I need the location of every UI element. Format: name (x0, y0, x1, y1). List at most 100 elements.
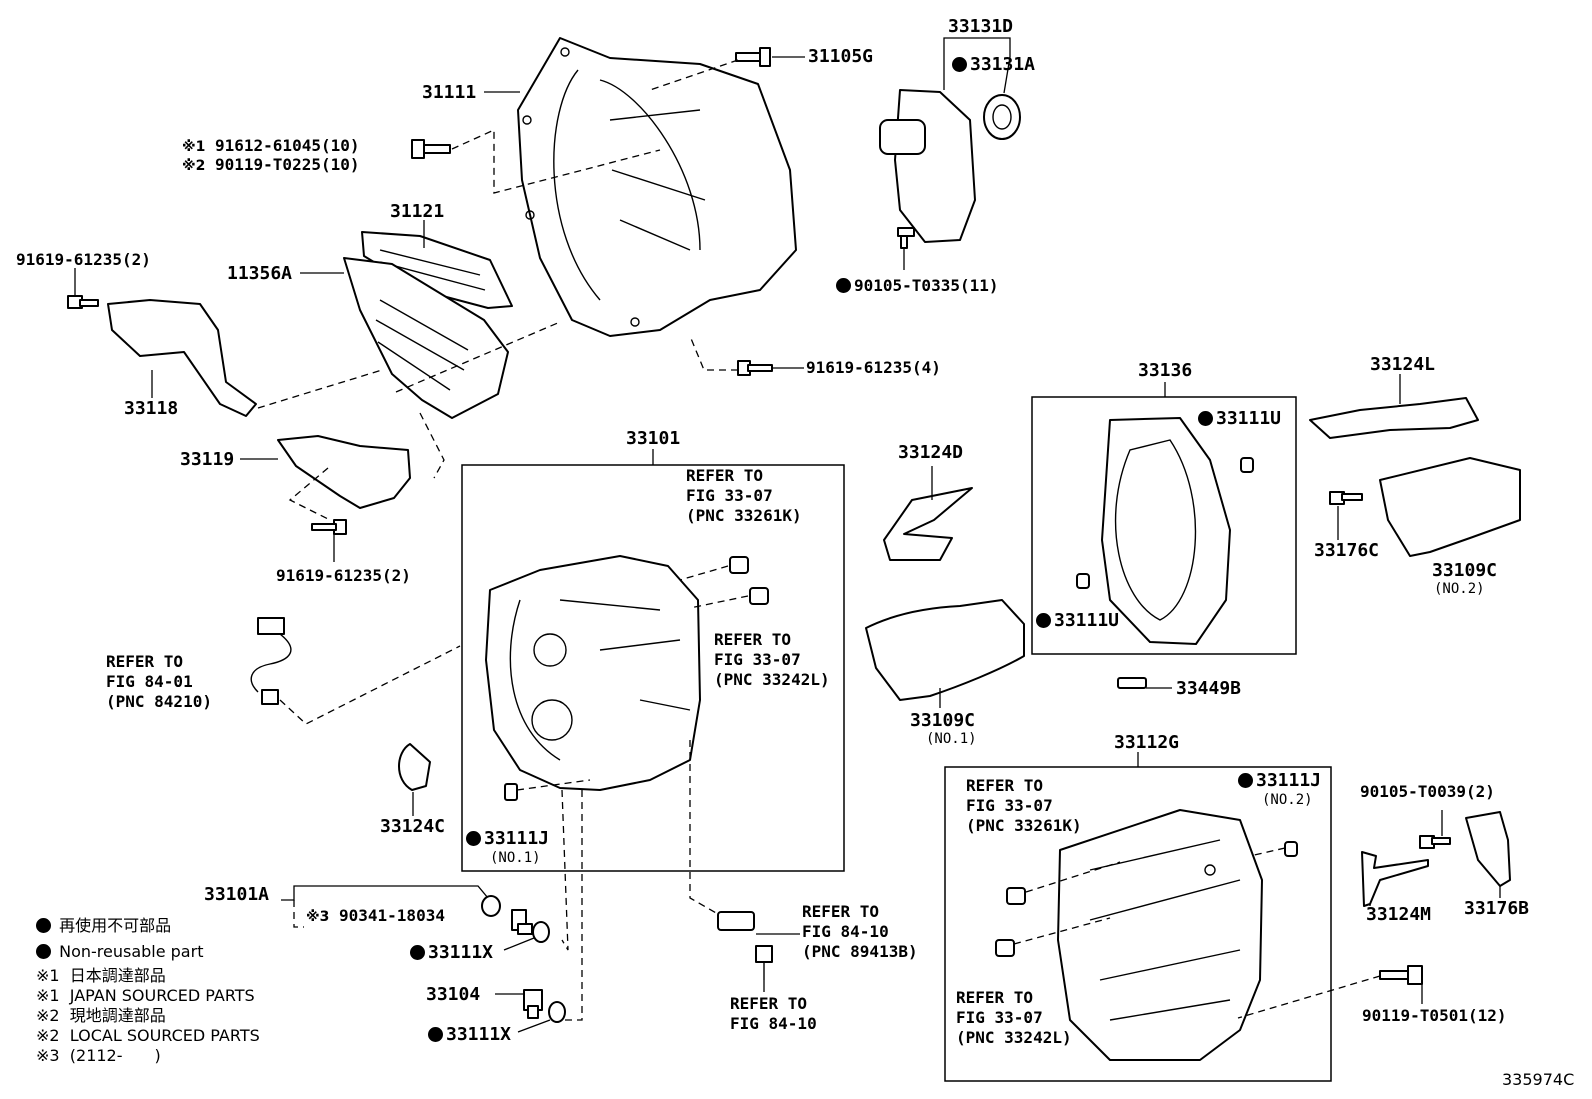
legend-note2-en: ※2 LOCAL SOURCED PARTS (36, 1026, 260, 1045)
part-number-33124L[interactable]: 33124L (1370, 354, 1436, 375)
reference-33261K-a[interactable]: REFER TO FIG 33-07 (PNC 33261K) (686, 466, 802, 525)
bolt-91619-61235-bottom[interactable] (311, 519, 347, 535)
bolt-91612-61045[interactable] (411, 139, 451, 159)
note-gasket-90341[interactable]: ※3 90341-18034 (306, 906, 445, 925)
legend-non-reusable-en: Non-reusable part (36, 942, 260, 962)
part-number-91619-4[interactable]: 91619-61235(4) (806, 358, 941, 377)
part-number-33131D[interactable]: 33131D (948, 16, 1014, 37)
part-number-33119[interactable]: 33119 (180, 449, 235, 470)
part-number-31105G[interactable]: 31105G (808, 46, 874, 67)
adapter-plate-33136[interactable] (1101, 417, 1231, 645)
part-number-90105-T0335[interactable]: 90105-T0335(11) (836, 276, 999, 296)
note-bolt-91612[interactable]: ※1 91612-61045(10) (182, 136, 360, 155)
part-number-33136[interactable]: 33136 (1138, 360, 1193, 381)
reference-33242L-b[interactable]: REFER TO FIG 33-07 (PNC 33242L) (956, 988, 1072, 1047)
part-suffix-no2: (NO.2) (1262, 792, 1313, 808)
non-reusable-mark (428, 1027, 443, 1042)
note-bolt-90119-T0225[interactable]: ※2 90119-T0225(10) (182, 155, 360, 174)
bolt-91619-61235-top[interactable] (67, 295, 99, 309)
pin-33111U-lower[interactable] (1076, 573, 1090, 589)
non-reusable-mark (1036, 613, 1051, 628)
sensor-89413B[interactable] (717, 911, 773, 980)
bracket-33124M[interactable] (1361, 851, 1429, 907)
part-number-33111U-a[interactable]: 33111U (1198, 410, 1281, 428)
bracket-33119[interactable] (277, 435, 411, 509)
part-suffix-no1: (NO.1) (490, 850, 541, 866)
legend: 再使用不可部品 Non-reusable part ※1 日本調達部品 ※1 J… (36, 916, 260, 1066)
non-reusable-mark (1198, 411, 1213, 426)
cover-11356A[interactable] (343, 257, 509, 419)
transmission-case-33101[interactable] (485, 555, 701, 791)
part-number-31121[interactable]: 31121 (390, 201, 445, 222)
clutch-housing-31111[interactable] (517, 37, 797, 337)
part-number-33176C[interactable]: 33176C (1314, 540, 1380, 561)
bolt-31105G[interactable] (735, 47, 771, 67)
gasket-90341-18034[interactable] (481, 895, 501, 917)
legend-note1-en: ※1 JAPAN SOURCED PARTS (36, 986, 255, 1005)
part-number-33131A[interactable]: 33131A (952, 56, 1035, 74)
cover-33109C-no2[interactable] (1379, 457, 1521, 557)
part-number-33109C-no2[interactable]: 33109C (1432, 560, 1498, 581)
part-suffix-no1-cover: (NO.1) (926, 731, 977, 747)
group-box-33136 (1031, 396, 1297, 655)
drawing-number: 335974C (1502, 1070, 1575, 1089)
bushing-lower (749, 587, 769, 605)
reference-84210[interactable]: REFER TO FIG 84-01 (PNC 84210) (106, 652, 212, 711)
part-number-33124D[interactable]: 33124D (898, 442, 964, 463)
legend-non-reusable-jp: 再使用不可部品 (36, 916, 260, 936)
bolt-90105-T0039[interactable] (1419, 835, 1451, 849)
part-number-33111X-a[interactable]: 33111X (410, 944, 493, 962)
part-number-33449B[interactable]: 33449B (1176, 678, 1242, 699)
deflector-33124L[interactable] (1309, 397, 1479, 439)
part-number-31111[interactable]: 31111 (422, 82, 477, 103)
part-number-33118[interactable]: 33118 (124, 398, 179, 419)
cover-33109C-no1[interactable] (865, 599, 1025, 701)
bolt-90119-T0501[interactable] (1379, 965, 1423, 985)
cover-33176B[interactable] (1465, 811, 1511, 887)
part-number-33111U-b[interactable]: 33111U (1036, 612, 1119, 630)
part-number-11356A[interactable]: 11356A (227, 263, 293, 284)
bolt-91619-61235-4[interactable] (737, 360, 773, 376)
plug-33104[interactable] (523, 989, 543, 1019)
plug-33449B[interactable] (1117, 677, 1147, 689)
part-number-33111J-no1[interactable]: 33111J (466, 830, 549, 848)
part-number-33101[interactable]: 33101 (626, 428, 681, 449)
gasket-33111X-b[interactable] (548, 1001, 566, 1023)
reference-33242L-a[interactable]: REFER TO FIG 33-07 (PNC 33242L) (714, 630, 830, 689)
part-number-33124M[interactable]: 33124M (1366, 904, 1432, 925)
gasket-33111X-a[interactable] (532, 921, 550, 943)
part-number-91619-top[interactable]: 91619-61235(2) (16, 250, 151, 269)
part-number-33176B[interactable]: 33176B (1464, 898, 1530, 919)
part-number-33111J-no2[interactable]: 33111J (1238, 772, 1321, 790)
deflector-33124D[interactable] (883, 487, 973, 561)
pin-33111J-no1[interactable] (504, 783, 518, 801)
legend-note2-jp: ※2 現地調達部品 (36, 1006, 166, 1025)
extension-housing-33112G[interactable] (1057, 809, 1263, 1061)
shield-33124C[interactable] (398, 743, 431, 791)
pin-33111U-upper[interactable] (1240, 457, 1254, 473)
part-number-91619-bottom[interactable]: 91619-61235(2) (276, 566, 411, 585)
part-number-33124C[interactable]: 33124C (380, 816, 446, 837)
non-reusable-mark (836, 278, 851, 293)
reference-fig-84-10[interactable]: REFER TO FIG 84-10 (730, 994, 817, 1033)
speed-sensor[interactable] (250, 617, 292, 705)
part-number-33109C-no1[interactable]: 33109C (910, 710, 976, 731)
pin-33111J-no2[interactable] (1284, 841, 1298, 857)
part-number-33111X-b[interactable]: 33111X (428, 1026, 511, 1044)
bolt-90105-T0335[interactable] (897, 227, 915, 249)
retainer-33131D[interactable] (879, 89, 1021, 243)
part-number-33104[interactable]: 33104 (426, 984, 481, 1005)
reference-33261K-b[interactable]: REFER TO FIG 33-07 (PNC 33261K) (966, 776, 1082, 835)
part-number-90119-T0501[interactable]: 90119-T0501(12) (1362, 1006, 1507, 1025)
plug-33101A[interactable] (511, 909, 533, 935)
non-reusable-mark (1238, 773, 1253, 788)
non-reusable-mark (952, 57, 967, 72)
bushing-33242L (995, 939, 1015, 957)
bolt-33176C[interactable] (1329, 491, 1363, 505)
part-number-90105-T0039[interactable]: 90105-T0039(2) (1360, 782, 1495, 801)
part-number-33101A[interactable]: 33101A (204, 884, 270, 905)
bracket-33118[interactable] (107, 299, 257, 417)
part-number-33112G[interactable]: 33112G (1114, 732, 1180, 753)
reference-89413B[interactable]: REFER TO FIG 84-10 (PNC 89413B) (802, 902, 918, 961)
legend-note3: ※3 (2112- ) (36, 1046, 161, 1065)
